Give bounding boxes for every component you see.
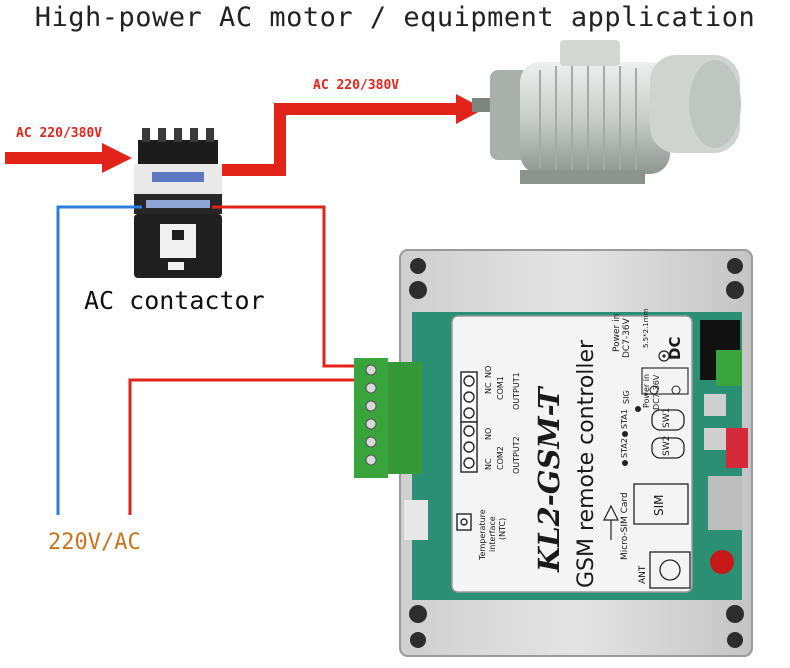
sim-label: SIM [652, 494, 666, 516]
ac-output-label: AC 220/380V [313, 78, 400, 93]
wire-red-to-output1 [212, 205, 362, 368]
power-in-2-spec: DC7-36V [652, 374, 661, 410]
controller-name: GSM remote controller [574, 339, 599, 588]
sw2-label: SW2 [662, 435, 672, 456]
indicator-symbols [603, 350, 691, 589]
no2-label: NO [484, 427, 493, 440]
output1-label: OUTPUT1 [512, 372, 521, 410]
com1-label: COM1 [496, 376, 505, 400]
temperature-label: Temperature [478, 509, 487, 560]
diagram-title: High-power AC motor / equipment applicat… [34, 2, 756, 33]
wire-red-from-com1 [128, 378, 362, 515]
dc-label: DC [666, 336, 684, 360]
jack-size-label: 5.5*2.1mm [642, 308, 650, 348]
output-power-arrow [222, 94, 484, 176]
sta1-label: STA1 [620, 409, 629, 429]
ntc-label: (NTC) [498, 517, 507, 540]
com2-label: COM2 [496, 446, 505, 470]
sim-card-label: Micro-SIM Card [620, 492, 630, 560]
wire-blue-neutral [56, 205, 142, 515]
ac-input-label: AC 220/380V [16, 126, 103, 141]
nc1-label: NC [484, 382, 493, 394]
power-in-1-label: Power in [612, 313, 622, 352]
nc2-label: NC [484, 458, 493, 470]
ac-contactor [134, 128, 222, 278]
sw1-label: SW1 [662, 407, 672, 428]
supply-voltage-label: 220V/AC [48, 530, 141, 555]
contactor-label: AC contactor [84, 286, 265, 315]
ant-label: ANT [638, 565, 648, 584]
output-terminal-block [354, 358, 422, 478]
input-power-arrow [5, 143, 132, 173]
sig-label: SIG [622, 390, 631, 404]
sta2-label: STA2 [620, 438, 629, 458]
relay-terminal-symbols [456, 371, 478, 531]
output2-label: OUTPUT2 [512, 436, 521, 474]
no1-label: NO [484, 365, 493, 378]
controller-model: KL2-GSM-T [532, 387, 566, 572]
ac-motor [472, 40, 741, 184]
power-in-2-label: Power in [642, 373, 651, 408]
interface-label: interface [488, 516, 497, 552]
power-in-1-spec: DC7-36V [622, 318, 632, 358]
